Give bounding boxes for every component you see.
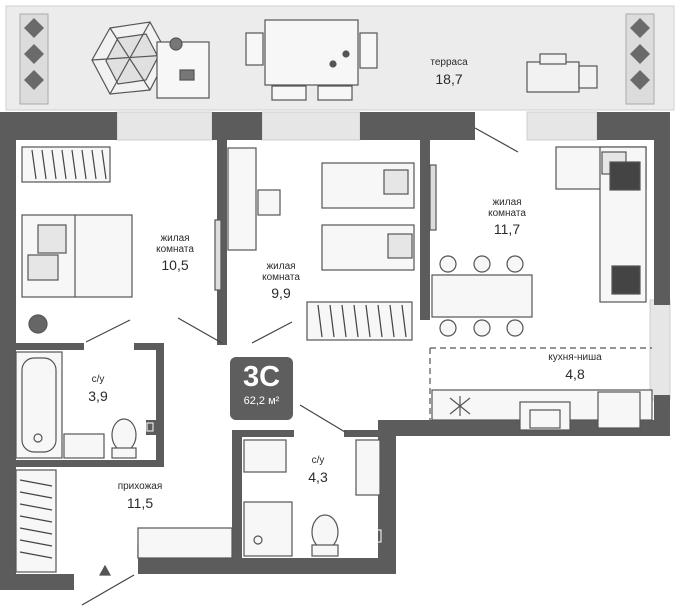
living-middle-label: жилая комната 9,9 (246, 261, 316, 301)
living-left-area: 10,5 (161, 257, 189, 273)
hallway-area: 11,5 (126, 494, 154, 511)
bathroom-left-name: с/у (91, 374, 105, 385)
kitchen-furniture (431, 389, 653, 431)
hallway-furniture (15, 469, 233, 576)
living-right-area: 11,7 (493, 221, 521, 237)
living-right-label: жилая комната 11,7 (472, 197, 542, 237)
bathroom-left-label: с/у 3,9 (78, 374, 118, 404)
kitchen-name: кухня-ниша (548, 352, 602, 363)
apartment-badge: 3С 62,2 м² (230, 357, 293, 420)
kitchen-label: кухня-ниша 4,8 (530, 352, 620, 382)
bathroom-middle-name: с/у (311, 455, 325, 466)
kitchen-area: 4,8 (565, 365, 585, 382)
living-middle-name: жилая комната (262, 261, 300, 283)
plant-boxes (19, 13, 655, 105)
hallway-name: прихожая (117, 481, 163, 492)
hallway-label: прихожая 11,5 (105, 481, 175, 511)
living-left-label: жилая комната 10,5 (140, 233, 210, 273)
bathroom-middle-label: с/у 4,3 (298, 455, 338, 485)
middle-bedroom-furniture (214, 147, 437, 341)
left-bedroom-furniture (21, 146, 133, 334)
kitchen-niche-border (429, 347, 652, 420)
terrace-table (245, 19, 378, 101)
terrace-cart (526, 53, 598, 93)
left-bathroom-fixtures (15, 351, 137, 459)
gazebo (91, 21, 169, 95)
living-right-name: жилая комната (488, 197, 526, 219)
apartment-total-area: 62,2 м² (243, 395, 280, 407)
bathroom-left-area: 3,9 (88, 387, 108, 404)
living-middle-area: 9,9 (271, 285, 291, 301)
bathroom-middle-area: 4,3 (308, 468, 328, 485)
window-strips (116, 111, 671, 401)
living-left-name: жилая комната (156, 233, 194, 255)
terrace-area: 18,7 (435, 70, 463, 87)
play-mat (156, 37, 210, 99)
terrace-name: терраса (430, 57, 468, 68)
terrace-label: терраса 18,7 (414, 57, 484, 87)
wall-hatch (146, 422, 382, 543)
door-swings (81, 127, 519, 606)
walls (0, 112, 670, 590)
middle-bathroom-fixtures (243, 439, 381, 557)
right-living-furniture (431, 146, 647, 337)
apartment-type-code: 3С (242, 361, 281, 393)
